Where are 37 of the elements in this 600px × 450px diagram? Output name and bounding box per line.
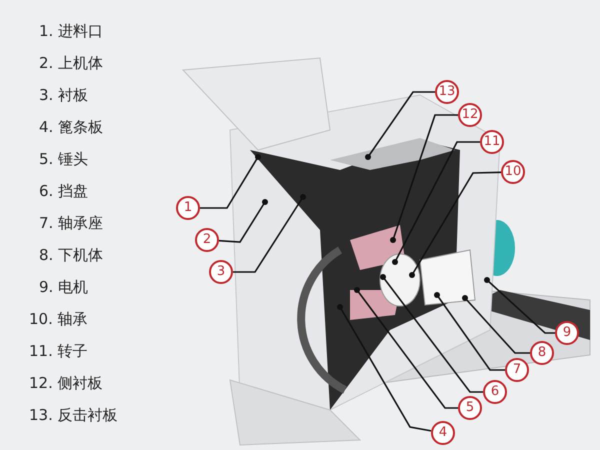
callout-number: 3: [209, 260, 233, 284]
callout-number: 13: [435, 80, 459, 104]
leader-line: [233, 194, 306, 273]
part-list-item: 2. 上机体: [39, 54, 104, 73]
part-list-item: 4. 篦条板: [39, 118, 104, 137]
leader-line: [392, 141, 480, 265]
callout-number: 2: [195, 228, 219, 252]
leader-line: [462, 295, 530, 354]
leader-line: [390, 114, 458, 243]
leader-line: [354, 287, 458, 409]
part-list-item: 12. 侧衬板: [29, 374, 103, 393]
callout-number: 6: [483, 380, 507, 404]
part-list-item: 11. 转子: [29, 342, 88, 361]
leader-line: [218, 199, 268, 243]
part-list-item: 5. 锤头: [39, 150, 88, 169]
leader-line: [200, 154, 261, 209]
leader-line: [484, 277, 555, 334]
callout-number: 10: [501, 160, 525, 184]
part-list-item: 9. 电机: [39, 278, 88, 297]
leader-line: [434, 292, 505, 371]
callout-number: 1: [176, 196, 200, 220]
part-list-item: 10. 轴承: [29, 310, 88, 329]
leader-line: [365, 91, 435, 160]
callout-number: 4: [431, 421, 455, 445]
callout-number: 5: [458, 396, 482, 420]
leader-line: [337, 304, 432, 432]
callout-number: 7: [505, 358, 529, 382]
part-list-item: 1. 进料口: [39, 22, 104, 41]
leader-line: [380, 274, 483, 393]
leader-line: [409, 172, 502, 278]
part-list-item: 6. 挡盘: [39, 182, 88, 201]
part-list-item: 13. 反击衬板: [29, 406, 118, 425]
part-list-item: 8. 下机体: [39, 246, 104, 265]
part-list-item: 7. 轴承座: [39, 214, 104, 233]
callout-number: 11: [480, 130, 504, 154]
callout-number: 12: [458, 103, 482, 127]
part-list-item: 3. 衬板: [39, 86, 88, 105]
